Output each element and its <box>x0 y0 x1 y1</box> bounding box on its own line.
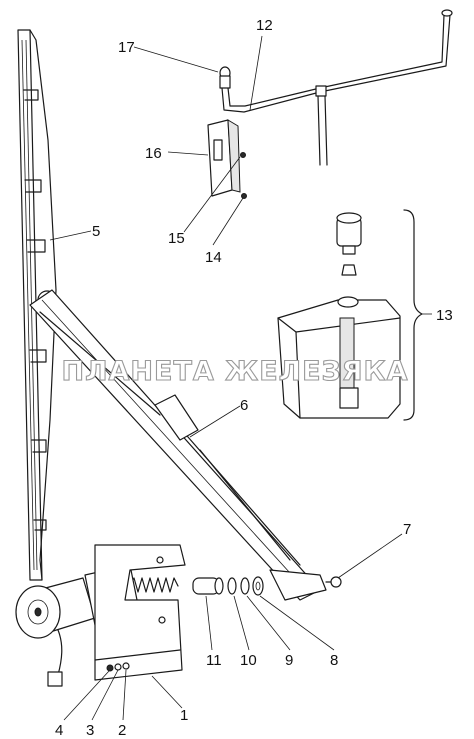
washer-nozzle-part-17 <box>219 66 231 89</box>
callout-7: 7 <box>403 521 411 538</box>
end-fitting-part-7 <box>325 576 342 588</box>
leader-lines <box>49 35 432 721</box>
washer-tube-part-12 <box>221 9 453 166</box>
callout-13: 13 <box>436 307 453 324</box>
callout-6: 6 <box>240 397 248 414</box>
callout-5: 5 <box>92 223 100 240</box>
wiper-motor-assembly <box>15 544 186 687</box>
callout-14: 14 <box>205 249 222 266</box>
callout-17: 17 <box>118 39 135 56</box>
callout-12: 12 <box>256 17 273 34</box>
callout-labels: 17 12 16 15 14 5 13 6 7 11 10 9 8 1 2 3 … <box>55 17 453 739</box>
callout-1: 1 <box>180 707 188 724</box>
callout-2: 2 <box>118 722 126 739</box>
spindle-assembly <box>129 576 264 596</box>
callout-4: 4 <box>55 722 63 739</box>
callout-11: 11 <box>206 652 222 669</box>
callout-15: 15 <box>168 230 185 247</box>
callout-8: 8 <box>330 652 338 669</box>
callout-16: 16 <box>145 145 162 162</box>
washer-reservoir-part-13 <box>277 209 423 421</box>
mounting-plate-part-16 <box>207 119 247 199</box>
callout-10: 10 <box>240 652 257 669</box>
callout-9: 9 <box>285 652 293 669</box>
watermark-text: ПЛАНЕТА ЖЕЛЕЗЯКА <box>62 356 409 387</box>
callout-3: 3 <box>86 722 94 739</box>
wiper-arm-part-6 <box>29 289 327 601</box>
